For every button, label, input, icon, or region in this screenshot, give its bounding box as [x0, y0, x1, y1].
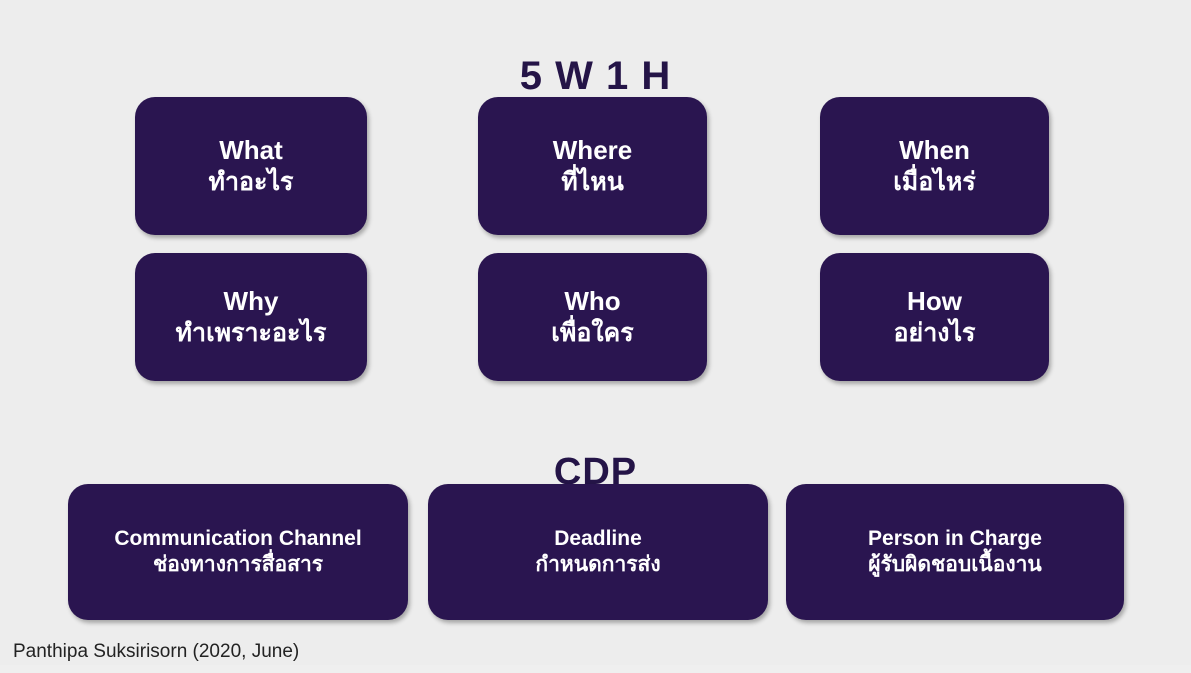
bottom-strip	[0, 665, 1191, 673]
card-when[interactable]: When เมื่อไหร่	[820, 97, 1049, 235]
card-how[interactable]: How อย่างไร	[820, 253, 1049, 381]
card-why-text: Why ทำเพราะอะไร	[145, 286, 357, 348]
card-communication-channel-label-th: ช่องทางการสื่อสาร	[152, 553, 324, 576]
card-person-in-charge-label-th: ผู้รับผิดชอบเนื้องาน	[868, 553, 1042, 576]
card-where-label-th: ที่ไหน	[561, 167, 624, 196]
card-what-label-en: What	[219, 134, 283, 165]
card-deadline-label-en: Deadline	[554, 527, 642, 551]
card-why[interactable]: Why ทำเพราะอะไร	[135, 253, 367, 381]
card-what-label-th: ทำอะไร	[208, 167, 294, 196]
card-why-label-en: Why	[223, 285, 279, 316]
card-when-text: When เมื่อไหร่	[830, 135, 1039, 197]
card-communication-channel-label-en: Communication Channel	[114, 527, 362, 551]
card-communication-channel[interactable]: Communication Channel ช่องทางการสื่อสาร	[68, 484, 408, 620]
card-person-in-charge[interactable]: Person in Charge ผู้รับผิดชอบเนื้องาน	[786, 484, 1124, 620]
card-what[interactable]: What ทำอะไร	[135, 97, 367, 235]
card-why-label-th: ทำเพราะอะไร	[175, 318, 327, 347]
citation-text: Panthipa Suksirisorn (2020, June)	[13, 641, 300, 662]
card-person-in-charge-label-en: Person in Charge	[868, 527, 1042, 551]
card-who-label-en: Who	[564, 285, 621, 316]
card-person-in-charge-text: Person in Charge ผู้รับผิดชอบเนื้องาน	[796, 526, 1114, 577]
card-how-label-en: How	[907, 285, 962, 316]
card-when-label-th: เมื่อไหร่	[893, 167, 976, 196]
card-where-label-en: Where	[552, 134, 633, 165]
card-how-text: How อย่างไร	[830, 286, 1039, 348]
card-when-label-en: When	[899, 134, 970, 165]
card-who-text: Who เพื่อใคร	[488, 286, 697, 348]
card-deadline-text: Deadline กำหนดการส่ง	[438, 526, 758, 577]
card-what-text: What ทำอะไร	[145, 135, 357, 197]
card-communication-channel-text: Communication Channel ช่องทางการสื่อสาร	[78, 526, 398, 577]
card-where-text: Where ที่ไหน	[488, 135, 697, 197]
card-how-label-th: อย่างไร	[893, 318, 976, 347]
card-who-label-th: เพื่อใคร	[551, 318, 634, 347]
card-where[interactable]: Where ที่ไหน	[478, 97, 707, 235]
card-deadline[interactable]: Deadline กำหนดการส่ง	[428, 484, 768, 620]
section-title-5w1h: 5 W 1 H	[519, 53, 672, 98]
card-who[interactable]: Who เพื่อใคร	[478, 253, 707, 381]
card-deadline-label-th: กำหนดการส่ง	[535, 553, 661, 576]
